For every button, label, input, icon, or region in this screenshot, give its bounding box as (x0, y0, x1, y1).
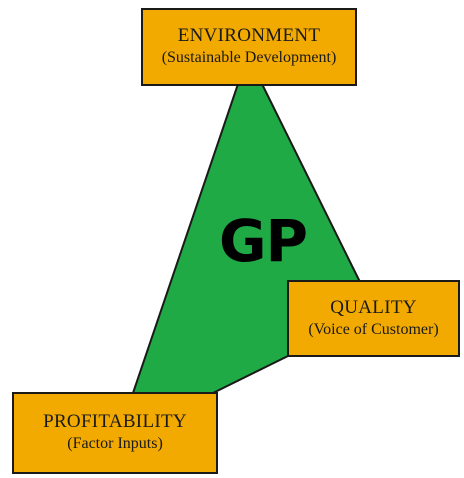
profitability-title: PROFITABILITY (43, 411, 187, 432)
environment-title: ENVIRONMENT (177, 25, 321, 46)
quality-box: QUALITY (Voice of Customer) (287, 280, 460, 357)
quality-title: QUALITY (330, 296, 417, 318)
environment-box: ENVIRONMENT (Sustainable Development) (141, 8, 357, 86)
profitability-subtitle: (Factor Inputs) (67, 435, 163, 452)
profitability-box: PROFITABILITY (Factor Inputs) (12, 392, 218, 474)
gp-center-label: GP (218, 207, 308, 275)
environment-subtitle: (Sustainable Development) (161, 49, 337, 66)
quality-subtitle: (Voice of Customer) (308, 320, 439, 338)
